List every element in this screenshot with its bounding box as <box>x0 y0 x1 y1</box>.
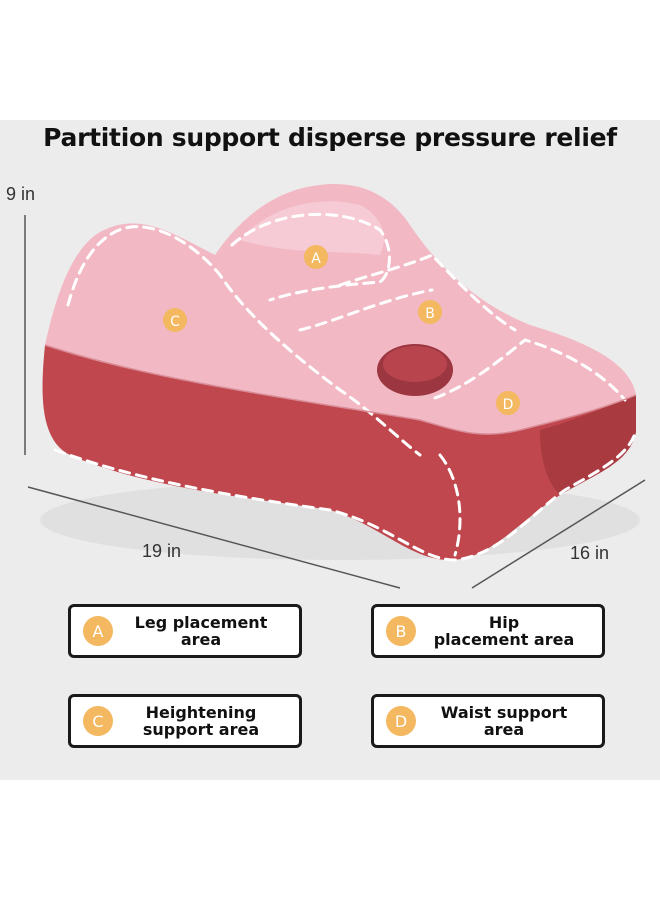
legend-label-b: Hip placement area <box>433 613 575 649</box>
legend-label-c: Heightening support area <box>142 703 260 739</box>
legend-badge-b: B <box>386 616 416 646</box>
width-label: 16 in <box>570 543 610 563</box>
legend-badge-c: C <box>83 706 113 736</box>
width-dimension-line <box>471 479 646 589</box>
legend-card-d: D Waist support area <box>371 694 605 748</box>
legend-badge-d: D <box>386 706 416 736</box>
svg-text:C: C <box>170 314 180 330</box>
cushion-base-side <box>540 395 636 495</box>
svg-text:D: D <box>503 397 514 413</box>
length-label: 19 in <box>142 541 182 561</box>
zone-badge-b: B <box>418 300 442 324</box>
cushion-base <box>42 345 636 560</box>
zone-badge-a: A <box>304 245 328 269</box>
cushion-hole-inner <box>383 346 447 382</box>
page-title: Partition support disperse pressure reli… <box>43 123 617 152</box>
svg-text:A: A <box>311 251 321 267</box>
legend-card-c: C Heightening support area <box>68 694 302 748</box>
height-label: 9 in <box>6 184 36 204</box>
length-dimension-line <box>27 486 401 589</box>
zone-badge-d: D <box>496 391 520 415</box>
svg-text:B: B <box>425 306 435 322</box>
legend-card-a: A Leg placement area <box>68 604 302 658</box>
cushion-seam <box>44 344 637 435</box>
zone-badge-c: C <box>163 308 187 332</box>
stitch-lines <box>53 212 638 562</box>
legend-card-b: B Hip placement area <box>371 604 605 658</box>
legend-label-a: Leg placement area <box>134 613 268 649</box>
cushion-top <box>45 184 636 435</box>
legend-label-d: Waist support area <box>440 703 568 739</box>
cushion-highlight <box>240 201 384 255</box>
legend-badge-a: A <box>83 616 113 646</box>
